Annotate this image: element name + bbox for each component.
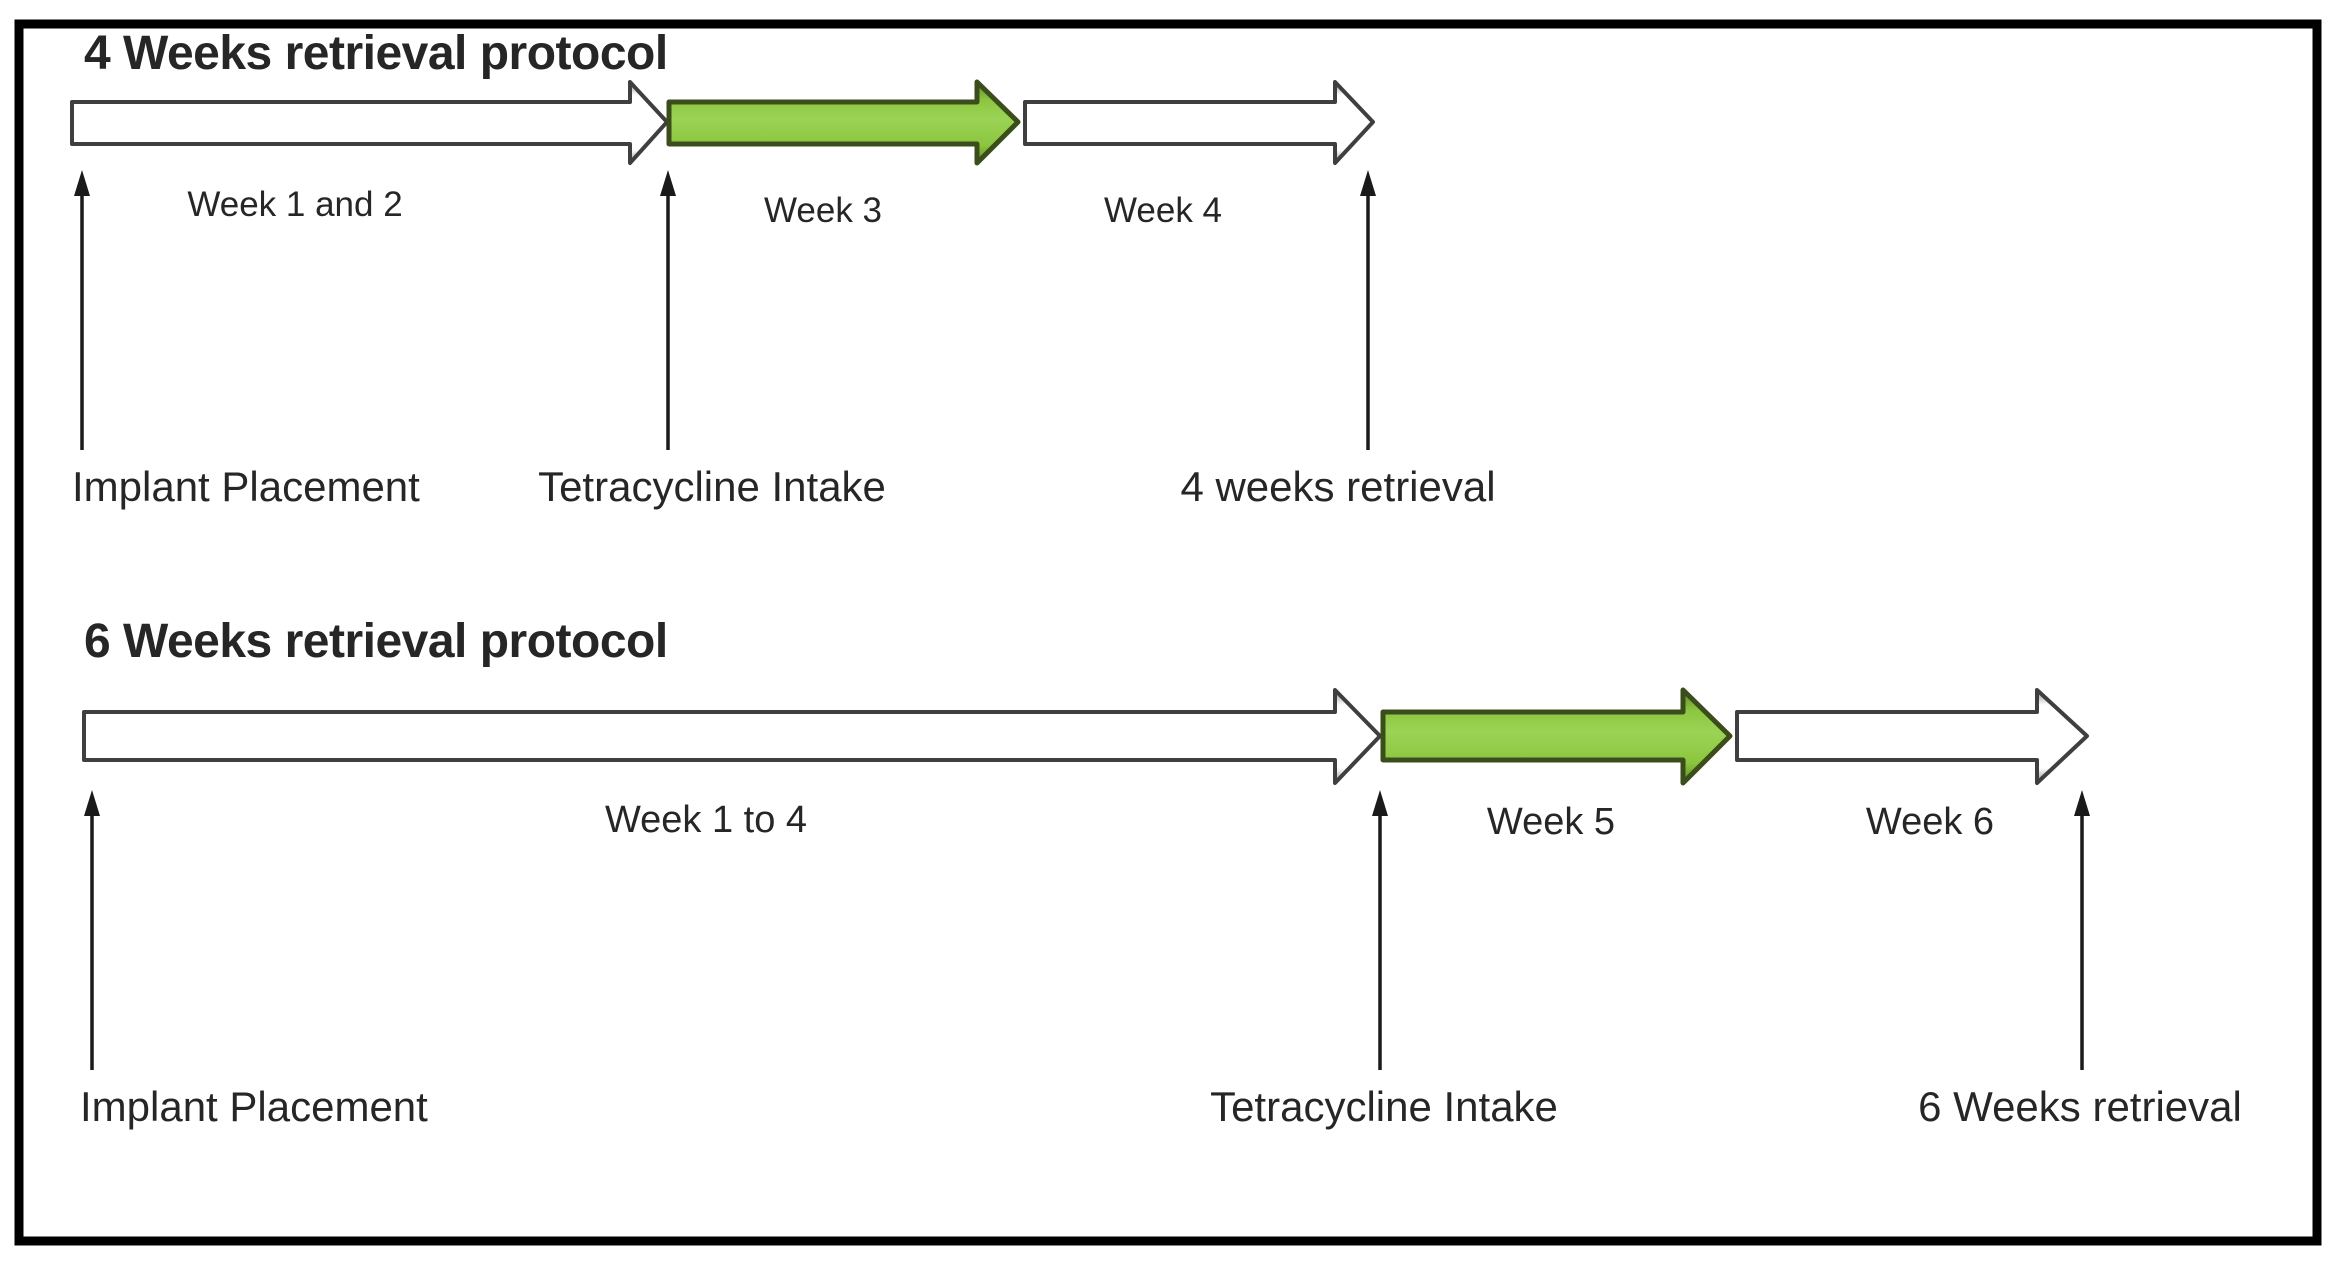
timeline1-arrow-week3-highlight <box>666 79 1021 166</box>
timeline2-event-arrow-implant-placement <box>84 790 100 1070</box>
timeline2-event-arrow-6-weeks-retrieval <box>2074 790 2090 1070</box>
protocol1-segment-label-week-1-and-2: Week 1 and 2 <box>187 185 403 224</box>
timeline2-arrow-week6 <box>1735 688 2089 785</box>
protocol2-event-label-6-weeks-retrieval: 6 Weeks retrieval <box>1918 1083 2242 1130</box>
protocol1-event-label-4-weeks-retrieval: 4 weeks retrieval <box>1180 463 1496 510</box>
protocol2-segment-label-week-6: Week 6 <box>1865 801 1995 843</box>
protocol2-segment-label-week-1-to-4: Week 1 to 4 <box>604 799 808 841</box>
protocol1-event-label-implant-placement: Implant Placement <box>72 463 420 510</box>
protocol2-event-label-tetracycline-intake: Tetracycline Intake <box>1210 1083 1558 1130</box>
timeline1-event-arrow-tetracycline-intake <box>660 170 676 450</box>
timeline1-event-arrow-4-weeks-retrieval <box>1360 170 1376 450</box>
protocol1-segment-label-week-4: Week 4 <box>1103 191 1223 230</box>
timeline1-arrow-week1-2 <box>70 80 669 165</box>
diagram-frame <box>14 19 2322 1246</box>
protocol2-event-label-implant-placement: Implant Placement <box>80 1083 428 1130</box>
timeline2-arrow-week1-4 <box>82 688 1382 785</box>
protocol2-segment-label-week-5: Week 5 <box>1486 801 1616 843</box>
protocol1-title: 4 Weeks retrieval protocol <box>84 27 668 80</box>
timeline1-arrow-week4 <box>1023 80 1375 165</box>
protocol2-title: 6 Weeks retrieval protocol <box>84 615 668 668</box>
timeline1-event-arrow-implant-placement <box>74 170 90 450</box>
timeline2-arrow-week5-highlight <box>1380 687 1733 786</box>
protocol1-event-label-tetracycline-intake: Tetracycline Intake <box>538 463 886 510</box>
timeline2-event-arrow-tetracycline-intake <box>1372 790 1388 1070</box>
protocol1-segment-label-week-3: Week 3 <box>763 191 883 230</box>
